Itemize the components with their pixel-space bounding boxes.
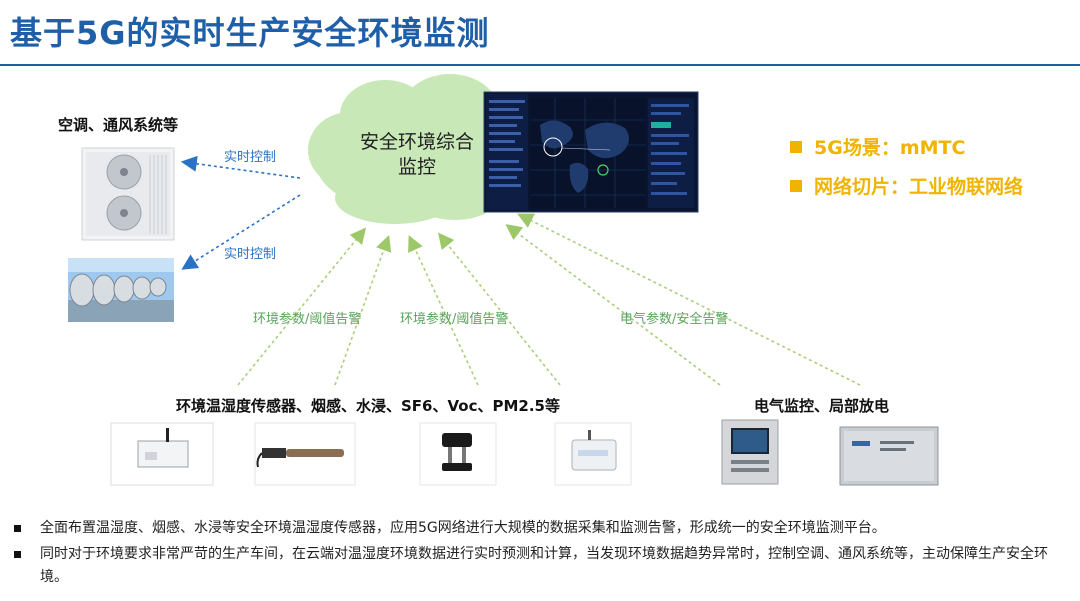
arrow-label-env-2: 环境参数/阈值告警 bbox=[400, 312, 509, 327]
left-group-label: 空调、通风系统等 bbox=[58, 116, 179, 134]
control-arrow-ac bbox=[180, 155, 301, 179]
description-item-1: 全面布置温湿度、烟感、水浸等安全环境温湿度传感器，应用5G网络进行大规模的数据采… bbox=[12, 517, 1072, 540]
cloud-label-line1: 安全环境综合 bbox=[359, 131, 474, 153]
sensor-group-label: 环境温湿度传感器、烟感、水浸、SF6、Voc、PM2.5等 bbox=[176, 397, 560, 415]
arrow-label-elec: 电气参数/安全告警 bbox=[620, 312, 729, 327]
description-item-2: 同时对于环境要求非常严苛的生产车间，在云端对温湿度环境数据进行实时预测和计算，当… bbox=[12, 543, 1072, 589]
sensor-image-3 bbox=[419, 422, 497, 486]
title-divider bbox=[0, 64, 1080, 66]
sensor-image-1 bbox=[110, 422, 214, 486]
sensor-arrow-3 bbox=[408, 235, 479, 386]
sensor-image-2 bbox=[254, 422, 356, 486]
monitoring-dashboard-image bbox=[483, 91, 699, 213]
electric-group-label: 电气监控、局部放电 bbox=[754, 397, 890, 415]
feature-item-5g-scenario: 5G场景：mMTC bbox=[790, 133, 1023, 160]
cloud-label: 安全环境综合 监控 bbox=[352, 130, 482, 180]
feature-list: 5G场景：mMTC 网络切片：工业物联网络 bbox=[790, 133, 1023, 199]
sensor-arrow-2 bbox=[334, 234, 392, 386]
control-label-ac: 实时控制 bbox=[224, 150, 277, 165]
electric-monitor-image bbox=[721, 419, 779, 485]
ventilation-fans-image bbox=[68, 258, 174, 322]
feature-item-network-slice: 网络切片：工业物联网络 bbox=[790, 172, 1023, 199]
partial-discharge-device-image bbox=[839, 426, 939, 486]
air-conditioner-image bbox=[81, 147, 175, 241]
bullet-square-icon bbox=[14, 525, 21, 532]
control-label-fan: 实时控制 bbox=[224, 247, 277, 262]
elec-arrow-2 bbox=[517, 213, 861, 386]
control-arrow-fan bbox=[181, 194, 301, 270]
sensor-image-4 bbox=[554, 422, 632, 486]
cloud-label-line2: 监控 bbox=[397, 156, 436, 178]
arrow-label-env-1: 环境参数/阈值告警 bbox=[253, 312, 362, 327]
page-title: 基于5G的实时生产安全环境监测 bbox=[10, 14, 490, 52]
bullet-square-icon bbox=[790, 140, 802, 153]
elec-arrow-1 bbox=[505, 224, 721, 386]
sensor-arrow-4 bbox=[438, 232, 561, 386]
description-list: 全面布置温湿度、烟感、水浸等安全环境温湿度传感器，应用5G网络进行大规模的数据采… bbox=[12, 517, 1072, 589]
bullet-square-icon bbox=[14, 551, 21, 558]
bullet-square-icon bbox=[790, 179, 802, 192]
